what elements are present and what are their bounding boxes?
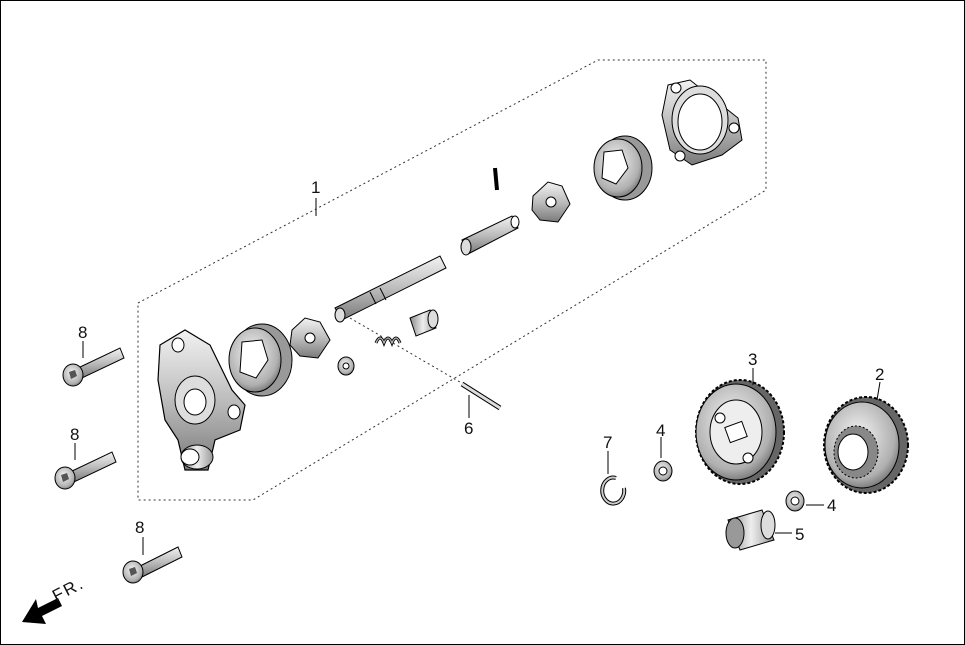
driven-gear [695,379,785,485]
bolt-middle [54,451,117,490]
washer-right-hole [790,496,800,506]
inner-rotor-right [531,181,571,223]
circlip-highlight [601,476,626,505]
leader-2 [876,381,881,401]
drive-gear [823,396,909,494]
small-pin [493,167,499,191]
callout-4a: 4 [656,421,665,440]
dowel-pin-highlight [461,382,501,410]
callout-6: 6 [464,419,473,438]
callout-2: 2 [875,365,884,384]
collar [725,509,776,551]
axis-line [349,317,466,386]
callout-5: 5 [795,525,804,544]
direction-label: FR. [49,573,87,605]
pump-cover [157,329,246,471]
front-arrow-icon [22,598,62,624]
callout-8b: 8 [70,425,79,444]
bolt-top [62,347,125,387]
secondary-shaft [460,215,520,256]
callout-8c: 8 [135,518,144,537]
pump-shaft [334,255,447,323]
assembly-outline [137,59,767,501]
callout-1: 1 [311,178,320,197]
callout-7: 7 [603,433,612,452]
callout-4b: 4 [827,496,836,515]
callout-8a: 8 [78,323,87,342]
bolt-bottom [122,546,183,584]
washer-hole [342,362,350,370]
callout-3: 3 [748,350,757,369]
outer-rotor-right [593,135,653,201]
small-bushing [409,309,439,337]
inner-rotor-left [289,317,331,359]
pump-body [661,79,743,166]
washer-left-hole [658,466,668,476]
outer-rotor-left [228,323,293,397]
relief-spring [374,336,402,348]
